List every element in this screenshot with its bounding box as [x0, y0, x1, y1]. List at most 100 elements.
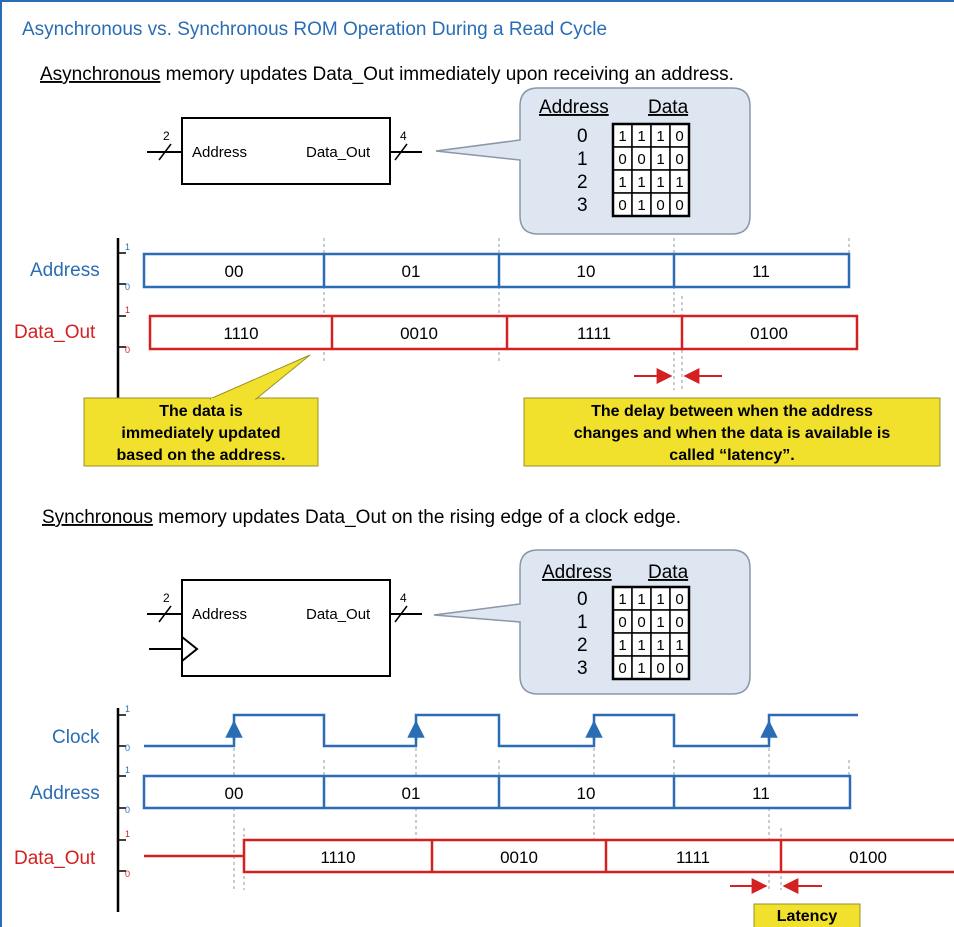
table-bit-value: 1 [637, 197, 645, 214]
async-callout-left-line: based on the address. [117, 447, 286, 464]
async-sentence-rest: memory updates Data_Out immediately upon… [160, 64, 733, 85]
sync-address-width: 2 [163, 591, 170, 605]
async-data-tick-low: 0 [125, 345, 130, 355]
sync-block-address-label: Address [192, 606, 247, 623]
sync-timing: 1 0 1 0 1 0 Clock Address Data_Out [14, 704, 954, 912]
table-bit-value: 1 [637, 174, 645, 191]
table-bit-value: 1 [618, 591, 626, 608]
table-bit-value: 1 [656, 614, 664, 631]
sync-address-value: 11 [752, 784, 770, 803]
table-bit-value: 0 [675, 660, 683, 677]
sync-data-value: 0100 [849, 848, 887, 867]
async-data-value: 1111 [577, 324, 611, 343]
async-data-tick-high: 1 [125, 305, 130, 315]
sync-data-value: 0010 [500, 848, 538, 867]
table-border [611, 122, 691, 218]
sync-clock-signal-label: Clock [52, 727, 100, 748]
async-data-value: 1110 [223, 324, 258, 343]
table-address-index: 2 [577, 635, 588, 656]
table-bit-value: 1 [637, 637, 645, 654]
sync-data-width: 4 [400, 591, 407, 605]
table-bit-value: 0 [618, 660, 626, 677]
sync-table-header-address: Address [542, 562, 612, 583]
table-bit-value: 1 [656, 591, 664, 608]
async-underlined-word: Asynchronous [40, 64, 160, 85]
table-bit-value: 0 [618, 614, 626, 631]
table-bit-value: 1 [656, 637, 664, 654]
async-address-width: 2 [163, 129, 170, 143]
async-data-value: 0010 [400, 324, 438, 343]
table-bit-value: 1 [656, 174, 664, 191]
async-timing: 1 0 1 0 Address Data_Out 00 01 10 11 111… [14, 238, 859, 405]
clock-waveform [144, 713, 858, 748]
table-bit-value: 1 [656, 151, 664, 168]
table-address-index: 3 [577, 658, 588, 679]
sync-address-value: 10 [577, 784, 596, 803]
table-bit-value: 0 [637, 151, 645, 168]
async-address-tick-low: 0 [125, 282, 130, 292]
async-callout-left-line: immediately updated [121, 425, 280, 442]
async-table-header-data: Data [648, 97, 689, 118]
async-callout-right-line: called “latency”. [669, 447, 794, 464]
sync-clock-tick-low: 0 [125, 743, 130, 753]
table-address-index: 0 [577, 126, 588, 147]
sync-address-value: 01 [402, 784, 421, 803]
table-border [611, 585, 691, 681]
sync-block-dataout-label: Data_Out [306, 606, 371, 623]
clock-input-icon [181, 636, 199, 662]
table-bit-value: 0 [675, 591, 683, 608]
table-bit-value: 1 [618, 637, 626, 654]
async-block-address-label: Address [192, 144, 247, 161]
sync-address-tick-high: 1 [125, 765, 130, 775]
sync-address-tick-low: 0 [125, 805, 130, 815]
sync-latency-label: Latency [777, 908, 838, 925]
async-data-width: 4 [400, 129, 407, 143]
table-address-index: 1 [577, 149, 588, 170]
table-bit-value: 0 [675, 151, 683, 168]
table-address-index: 0 [577, 589, 588, 610]
table-bit-value: 1 [618, 128, 626, 145]
table-address-index: 1 [577, 612, 588, 633]
async-address-signal-label: Address [30, 260, 100, 281]
sync-table-header-data: Data [648, 562, 689, 583]
table-bit-value: 1 [637, 591, 645, 608]
table-bit-value: 0 [675, 614, 683, 631]
sync-sentence-rest: memory updates Data_Out on the rising ed… [153, 507, 681, 528]
async-rom-block: 2 4 Address Data_Out [147, 117, 422, 185]
table-bit-value: 0 [675, 197, 683, 214]
async-callout-right-line: changes and when the data is available i… [574, 425, 891, 442]
table-bit-value: 1 [656, 128, 664, 145]
async-callout-right-line: The delay between when the address [591, 403, 873, 420]
async-address-value: 10 [577, 262, 596, 281]
table-bit-value: 0 [618, 151, 626, 168]
async-address-value: 11 [752, 262, 770, 281]
async-address-tick-high: 1 [125, 242, 130, 252]
async-table-header-address: Address [539, 97, 609, 118]
table-bit-value: 1 [637, 660, 645, 677]
sync-rom-block: 2 4 Address Data_Out [147, 579, 422, 677]
sync-sentence: Synchronous memory updates Data_Out on t… [42, 507, 681, 528]
async-callout-right: The delay between when the address chang… [523, 397, 941, 467]
sync-latency-callout: Latency [753, 903, 861, 927]
sync-data-value: 1111 [676, 848, 710, 867]
table-bit-value: 1 [675, 637, 683, 654]
sync-data-value: 1110 [320, 848, 355, 867]
sync-data-tick-high: 1 [125, 829, 130, 839]
table-bit-value: 0 [656, 660, 664, 677]
async-address-value: 00 [225, 262, 244, 281]
async-callout-left: The data is immediately updated based on… [83, 354, 319, 467]
sync-clock-tick-high: 1 [125, 704, 130, 714]
table-address-index: 3 [577, 195, 588, 216]
table-address-index: 2 [577, 172, 588, 193]
async-sentence: Asynchronous memory updates Data_Out imm… [40, 64, 734, 85]
sync-underlined-word: Synchronous [42, 507, 153, 528]
table-bit-value: 0 [675, 128, 683, 145]
async-address-value: 01 [402, 262, 421, 281]
async-data-value: 0100 [750, 324, 788, 343]
table-bit-value: 1 [618, 174, 626, 191]
